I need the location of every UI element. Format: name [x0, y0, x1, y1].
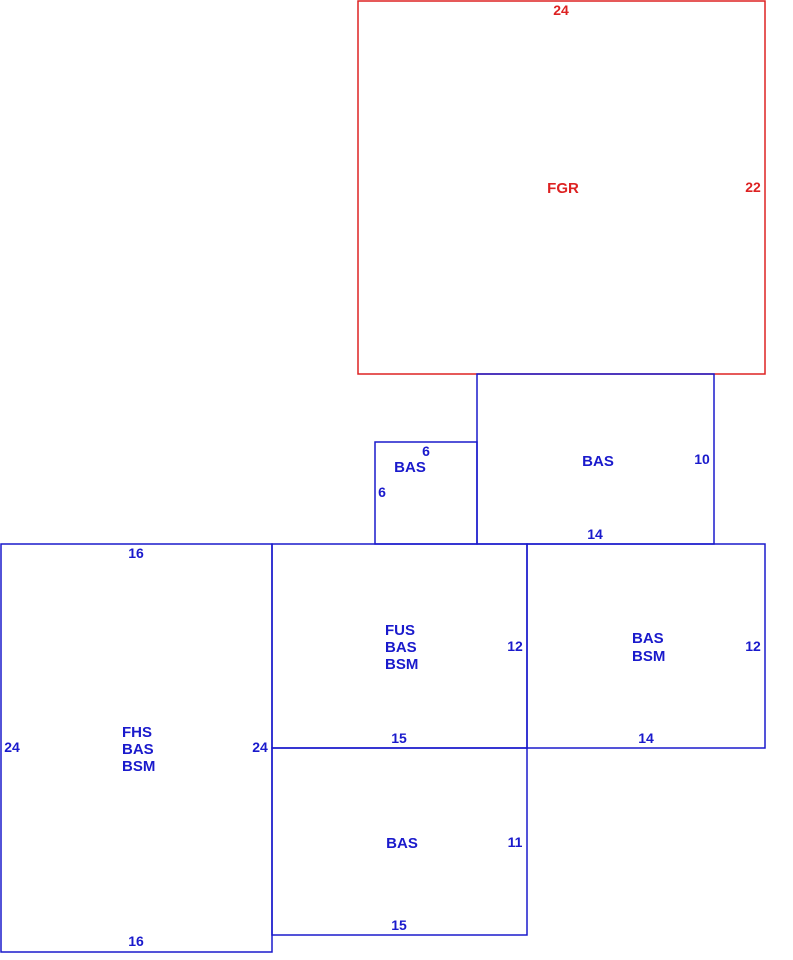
bas-bsm-right-outline: [526, 543, 766, 749]
fhs-dim-bottom: 16: [128, 933, 144, 949]
area-bas-small[interactable]: BAS 6 6: [374, 441, 478, 545]
bas-lower-dim-bottom: 15: [391, 917, 407, 933]
fhs-label-line-3: BSM: [122, 758, 155, 775]
fus-label-line-1: FUS: [385, 622, 415, 639]
fhs-label-line-1: FHS: [122, 724, 152, 741]
fgr-dim-top: 24: [553, 2, 569, 18]
bas-small-label: BAS: [394, 459, 426, 476]
bas-lower-label: BAS: [386, 835, 418, 852]
bas-small-dim-top: 6: [422, 443, 430, 459]
fhs-label-line-2: BAS: [122, 741, 154, 758]
bas-upper-dim-right: 10: [694, 451, 710, 467]
area-bas-upper[interactable]: BAS 10 14: [476, 373, 715, 545]
area-fgr[interactable]: FGR 24 22: [357, 0, 766, 375]
fus-dim-bottom: 15: [391, 730, 407, 746]
fus-label-line-3: BSM: [385, 656, 418, 673]
area-fus[interactable]: FUS BAS BSM 12 15: [271, 543, 528, 749]
area-fhs[interactable]: FHS BAS BSM 16 24 24 16: [0, 543, 273, 953]
fgr-dim-right: 22: [745, 179, 761, 195]
bas-bsm-right-dim-right: 12: [745, 638, 761, 654]
bas-lower-outline: [271, 747, 528, 936]
bas-bsm-right-label-line-2: BSM: [632, 648, 665, 665]
bas-bsm-right-label-line-1: BAS: [632, 630, 664, 647]
fhs-dim-right: 24: [252, 739, 268, 755]
fus-dim-right: 12: [507, 638, 523, 654]
fus-label-line-2: BAS: [385, 639, 417, 656]
bas-upper-dim-bottom: 14: [587, 526, 603, 542]
bas-upper-label: BAS: [582, 453, 614, 470]
fhs-dim-top: 16: [128, 545, 144, 561]
area-bas-lower[interactable]: BAS 11 15: [271, 747, 528, 936]
bas-lower-dim-right: 11: [508, 834, 523, 850]
bas-small-dim-left: 6: [378, 484, 386, 500]
area-bas-bsm-right[interactable]: BAS BSM 12 14: [526, 543, 766, 749]
bas-bsm-right-dim-bottom: 14: [638, 730, 654, 746]
fhs-dim-left: 24: [4, 739, 20, 755]
fgr-label: FGR: [547, 180, 579, 197]
